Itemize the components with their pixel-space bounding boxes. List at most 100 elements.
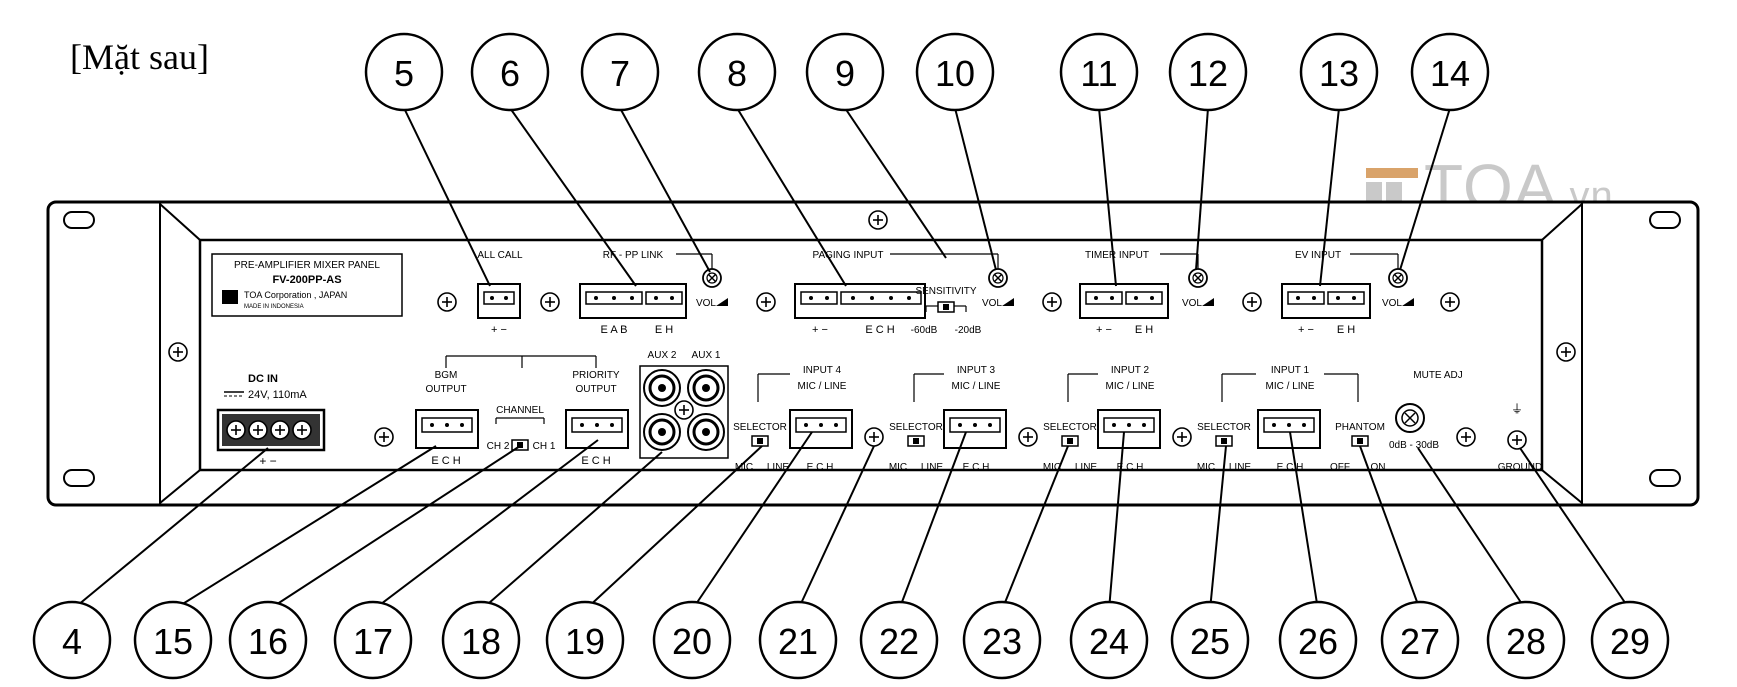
ground-label: GROUND [1498,462,1542,473]
input4-ech: E C H [807,462,834,473]
rack-chassis [46,200,1700,507]
callout-11: 11 [1080,53,1117,94]
input2-micline: MIC / LINE [1106,381,1155,392]
callout-25: 25 [1190,621,1230,662]
rca-jacks [643,369,725,451]
leader-lines-top [403,107,1451,287]
upper-row: ALL CALL + − RF - PP LINK E A B E H VOL … [437,250,1460,336]
input4-mic: MIC [735,462,753,473]
lower-row: DC IN 24V, 110mA + − BGM OUTPUT E C H CH… [216,350,1542,473]
callout-9: 9 [835,53,855,94]
input2-terminal [1097,409,1161,449]
input3-terminal [943,409,1007,449]
input4-micline: MIC / LINE [798,381,847,392]
input2-label: INPUT 2 [1111,365,1150,376]
callout-16: 16 [248,621,288,662]
input1-micline: MIC / LINE [1266,381,1315,392]
paging-vol: VOL [982,298,1002,309]
callout-14: 14 [1430,53,1470,94]
callout-26: 26 [1298,621,1338,662]
aux1-label: AUX 1 [692,350,721,361]
input2-selector: SELECTOR [1043,422,1097,433]
ev-input-label: EV INPUT [1295,250,1341,261]
input1-selector: SELECTOR [1197,422,1251,433]
rf-vol: VOL [696,298,716,309]
paging-input-terminal [794,283,926,319]
rf-pp-link-terminal [579,283,687,319]
callout-20: 20 [672,621,712,662]
all-call-label: ALL CALL [477,250,523,261]
callout-19: 19 [565,621,605,662]
callout-27: 27 [1400,621,1440,662]
plate-line2: FV-200PP-AS [272,274,341,286]
input3-micline: MIC / LINE [952,381,1001,392]
callout-8: 8 [727,53,747,94]
timer-input-label: TIMER INPUT [1085,250,1149,261]
input3-ech: E C H [963,462,990,473]
mute-adj-label: MUTE ADJ [1413,370,1462,381]
input1-mic: MIC [1197,462,1215,473]
plate-line1: PRE-AMPLIFIER MIXER PANEL [234,260,380,271]
input2-ech: E C H [1117,462,1144,473]
input3-label: INPUT 3 [957,365,996,376]
paging-pm: + − [812,324,828,336]
ev-eh: E H [1337,324,1355,336]
phantom-on: ON [1371,462,1386,473]
dc-rating: 24V, 110mA [248,389,307,401]
ev-vol: VOL [1382,298,1402,309]
callout-12: 12 [1188,53,1228,94]
sens-60: -60dB [911,325,938,336]
timer-vol: VOL [1182,298,1202,309]
callout-23: 23 [982,621,1022,662]
phantom-off: OFF [1330,462,1350,473]
callout-18: 18 [461,621,501,662]
input4-selector: SELECTOR [733,422,787,433]
callout-4: 4 [62,621,82,662]
rf-eh: E H [655,324,673,336]
ch2-label: CH 2 [487,441,510,452]
input3-selector: SELECTOR [889,422,943,433]
plate-line3: TOA Corporation , JAPAN [244,290,347,300]
toa-plate-logo-icon [222,290,238,304]
priority-output-2: OUTPUT [575,384,616,395]
all-call-pm: + − [491,324,507,336]
aux2-label: AUX 2 [648,350,677,361]
leader-lines-bottom [71,431,1631,611]
input3-line: LINE [921,462,944,473]
callout-10: 10 [935,53,975,94]
input4-line: LINE [767,462,790,473]
callouts-bottom: 4 15 16 17 18 19 20 21 22 23 24 25 26 27… [32,600,1670,680]
rf-eab: E A B [601,324,628,336]
input4-terminal [789,409,853,449]
page-heading: [Mặt sau] [70,37,209,77]
dc-pm: + − [259,454,276,468]
callout-5: 5 [394,53,414,94]
timer-pm: + − [1096,324,1112,336]
input1-terminal [1257,409,1321,449]
priority-output-terminal [565,409,629,449]
priority-ech: E C H [581,455,610,467]
callout-29: 29 [1610,621,1650,662]
label-plate: PRE-AMPLIFIER MIXER PANEL FV-200PP-AS TO… [211,253,403,317]
callouts-top: 5 6 7 8 9 10 11 12 13 14 [364,32,1490,112]
timer-input-terminal [1079,283,1169,319]
input3-mic: MIC [889,462,907,473]
bgm-output-terminal [415,409,479,449]
callout-24: 24 [1089,621,1129,662]
channel-label: CHANNEL [496,405,544,416]
plate-line4: MADE IN INDONESIA [244,304,304,310]
paging-ech: E C H [865,324,894,336]
callout-7: 7 [610,53,630,94]
mute-db-range: 0dB - 30dB [1389,440,1439,451]
paging-input-label: PAGING INPUT [813,250,884,261]
sensitivity-label: SENSITIVITY [915,286,976,297]
ev-pm: + − [1298,324,1314,336]
earth-icon: ⏚ [1511,402,1523,416]
input1-ech: E C H [1277,462,1304,473]
callout-28: 28 [1506,621,1546,662]
input1-line: LINE [1229,462,1252,473]
callout-6: 6 [500,53,520,94]
dc-in-label: DC IN [248,373,278,385]
callout-15: 15 [153,621,193,662]
